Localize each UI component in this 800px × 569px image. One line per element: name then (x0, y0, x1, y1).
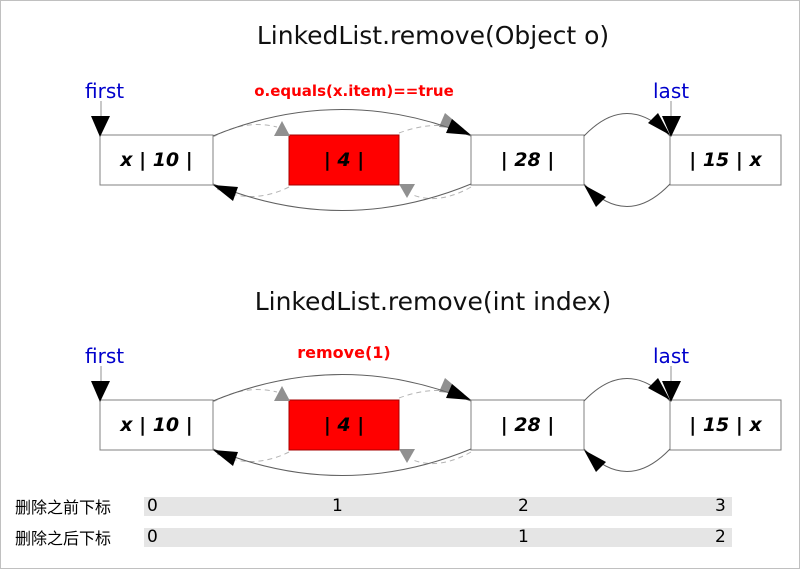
diagram1-node-0: x | 10 | (120, 149, 193, 171)
diagram2-call-annotation: remove(1) (297, 343, 391, 362)
diagram1-node-3: | 15 | x (689, 149, 762, 171)
index-after-label: 删除之后下标 (15, 529, 112, 548)
index-before-0: 0 (147, 496, 158, 516)
diagram2-node-0: x | 10 | (120, 414, 193, 436)
index-after-2: 2 (715, 527, 726, 547)
diagram1-title: LinkedList.remove(Object o) (256, 21, 610, 50)
diagram2-first-label: first (85, 344, 125, 368)
diagram2-title: LinkedList.remove(int index) (254, 287, 612, 316)
diagram2-last-label: last (653, 344, 690, 368)
index-before-label: 删除之前下标 (15, 498, 112, 517)
index-after-0: 0 (147, 527, 158, 547)
index-before-band (144, 497, 732, 516)
index-after-band (144, 528, 732, 547)
diagram1-removed-node: | 4 | (323, 149, 365, 171)
diagram1-node-2: | 28 | (500, 149, 555, 171)
diagram1-first-label: first (85, 79, 125, 103)
index-before-3: 3 (715, 496, 726, 516)
diagram2-node-3: | 15 | x (689, 414, 762, 436)
index-before-2: 2 (518, 496, 529, 516)
diagram2-removed-node: | 4 | (323, 414, 365, 436)
diagram1-last-label: last (653, 79, 690, 103)
diagram1-condition-annotation: o.equals(x.item)==true (254, 82, 454, 100)
diagram2-node-2: | 28 | (500, 414, 555, 436)
index-after-1: 1 (518, 527, 529, 547)
index-before-1: 1 (332, 496, 343, 516)
